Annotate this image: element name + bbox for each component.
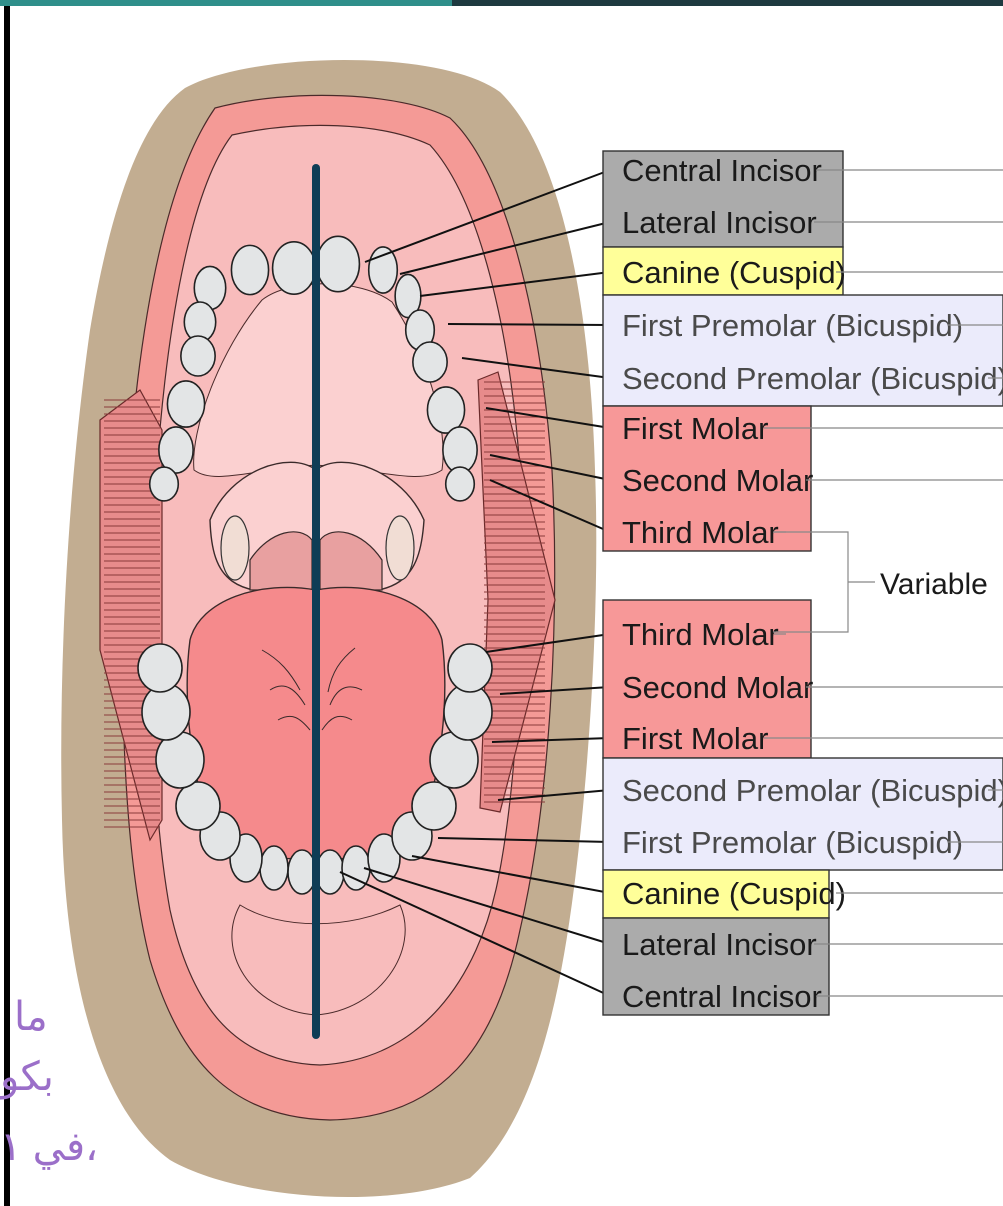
upper-label-u3: Canine (Cuspid)	[622, 255, 846, 290]
upper-label-u6: First Molar	[622, 411, 768, 446]
upper-tooth	[150, 467, 179, 501]
upper-tooth	[427, 387, 464, 433]
tonsil-left	[221, 516, 249, 580]
upper-label-u8: Third Molar	[622, 515, 779, 550]
lower-tooth	[288, 850, 316, 894]
lower-tooth	[176, 782, 220, 830]
upper-label-u4: First Premolar (Bicuspid)	[622, 308, 963, 343]
upper-tooth	[181, 336, 215, 376]
lower-label-l5: Second Premolar (Bicuspid)	[622, 773, 1003, 808]
upper-label-u7: Second Molar	[622, 463, 813, 498]
lower-tooth	[260, 846, 288, 890]
lower-tooth	[412, 782, 456, 830]
lower-tooth	[138, 644, 182, 692]
upper-tooth	[231, 245, 268, 294]
lower-label-l2: Lateral Incisor	[622, 927, 817, 962]
upper-label-u1: Central Incisor	[622, 153, 822, 188]
upper-label-u5: Second Premolar (Bicuspid)	[622, 361, 1003, 396]
lower-label-l4: First Premolar (Bicuspid)	[622, 825, 963, 860]
handwritten-note: ما بكو في ١،	[0, 995, 98, 1170]
cheek-right	[478, 372, 555, 812]
handwriting-line-1: ما	[14, 995, 48, 1039]
upper-tooth	[446, 467, 475, 501]
lower-label-l1: Central Incisor	[622, 979, 822, 1014]
lower-label-l8: Third Molar	[622, 617, 779, 652]
lower-label-l3: Canine (Cuspid)	[622, 876, 846, 911]
lower-label-l6: First Molar	[622, 721, 768, 756]
upper-tooth	[369, 247, 398, 293]
lower-tooth	[316, 850, 344, 894]
lower-label-l7: Second Molar	[622, 670, 813, 705]
upper-tooth	[273, 242, 316, 294]
tonsil-right	[386, 516, 414, 580]
upper-leader-u4	[448, 324, 610, 325]
upper-tooth	[317, 236, 360, 291]
handwriting-line-2: بكو	[0, 1055, 54, 1100]
handwriting-line-3: في ١،	[0, 1125, 98, 1170]
lower-tooth	[448, 644, 492, 692]
upper-tooth	[413, 342, 447, 382]
variable-label: Variable	[880, 568, 988, 601]
upper-tooth	[159, 427, 193, 473]
upper-tooth	[167, 381, 204, 427]
upper-tooth	[443, 427, 477, 473]
lower-tooth	[142, 684, 190, 740]
upper-label-u2: Lateral Incisor	[622, 205, 817, 240]
